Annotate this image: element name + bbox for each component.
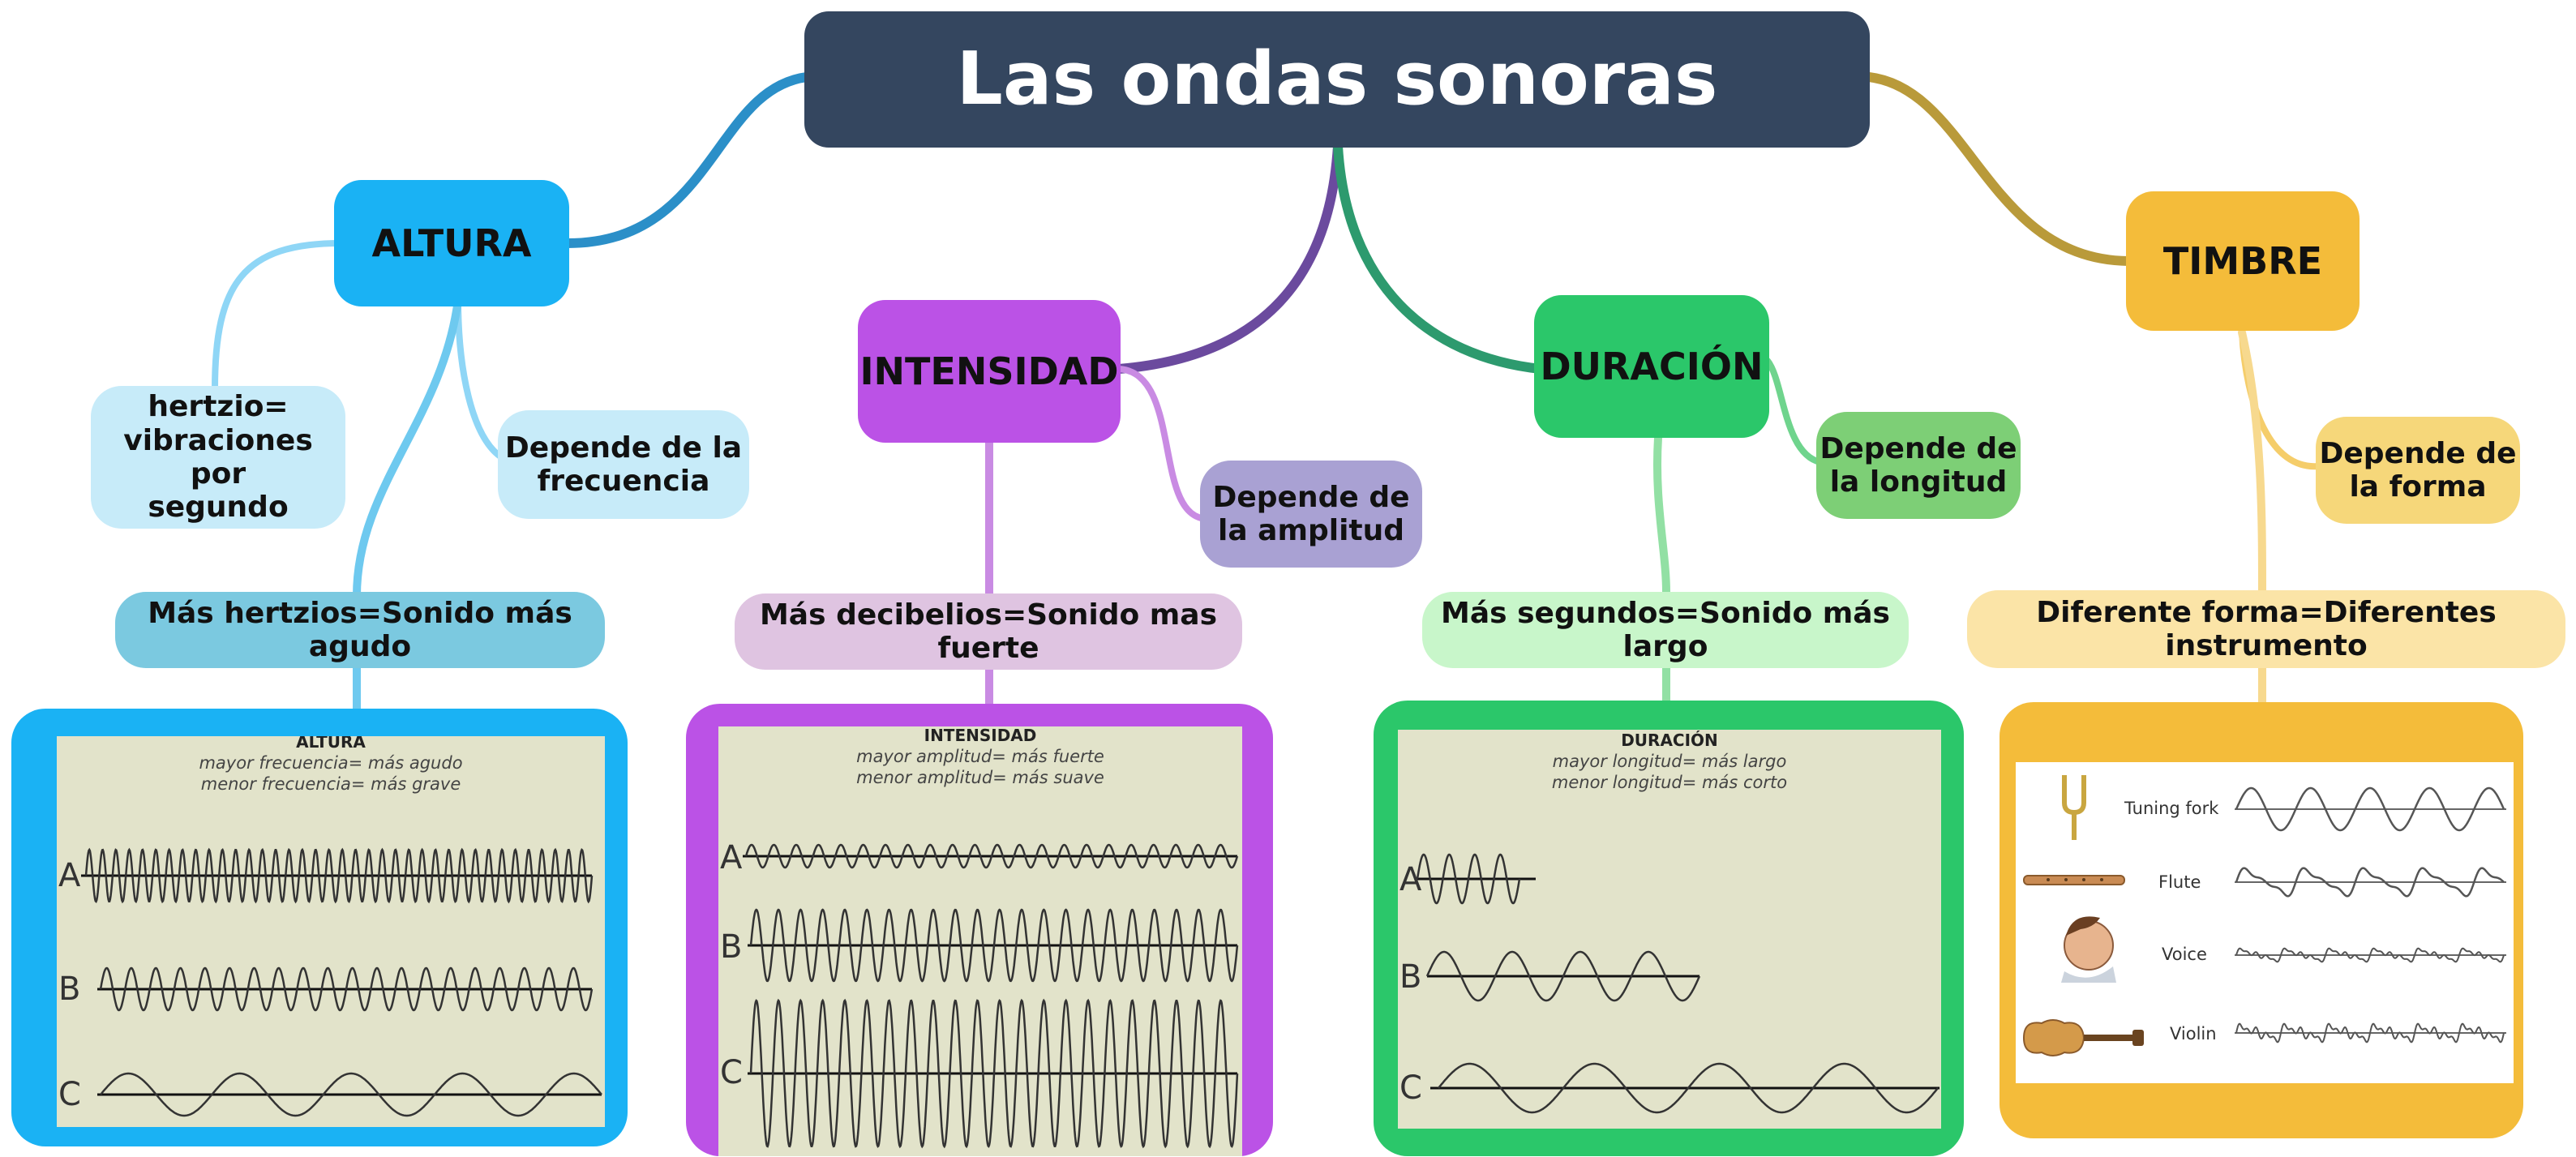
- wave-c: [1438, 1062, 1939, 1114]
- duracion-figure-line-1: mayor longitud= más largo: [1553, 752, 1787, 771]
- altura-figure-line-2: menor frecuencia= más grave: [201, 774, 461, 794]
- altura-figure-title: ALTURA: [296, 736, 366, 752]
- rule-intensidad: Más decibelios=Sonido mas fuerte: [735, 593, 1242, 670]
- row-label-c: C: [58, 1076, 81, 1113]
- wave-voice: [2235, 947, 2505, 963]
- note-frecuencia: Depende de la frecuencia: [498, 410, 749, 519]
- wave-a: [84, 847, 594, 904]
- duracion-figure: DURACIÓN mayor longitud= más largo menor…: [1398, 730, 1941, 1129]
- flute-icon: [2023, 875, 2125, 885]
- wave-flute: [2235, 867, 2505, 898]
- duracion-figure-title: DURACIÓN: [1621, 731, 1718, 750]
- row-label-c: C: [1399, 1069, 1422, 1107]
- row-label-b: B: [58, 971, 80, 1008]
- face-icon: [2061, 916, 2116, 983]
- intensidad-figure: INTENSIDAD mayor amplitud= más fuerte me…: [718, 726, 1242, 1156]
- intensidad-figure-line-1: mayor amplitud= más fuerte: [856, 747, 1104, 766]
- intensidad-figure-panel: INTENSIDAD mayor amplitud= más fuerte me…: [686, 704, 1273, 1156]
- map-title: Las ondas sonoras: [804, 11, 1870, 148]
- instrument-label-voice: Voice: [2162, 945, 2207, 964]
- branch-intensidad: INTENSIDAD: [858, 300, 1121, 443]
- note-amplitud: Depende de la amplitud: [1200, 461, 1422, 568]
- duracion-figure-line-2: menor longitud= más corto: [1552, 773, 1787, 792]
- wave-violin: [2235, 1022, 2505, 1043]
- row-label-a: A: [720, 839, 743, 876]
- wave-c: [100, 1072, 602, 1117]
- row-label-a: A: [58, 857, 81, 894]
- instrument-label-violin: Violin: [2170, 1024, 2217, 1043]
- altura-figure-line-1: mayor frecuencia= más agudo: [199, 753, 462, 773]
- note-longitud: Depende de la longitud: [1816, 412, 2021, 519]
- note-hertzio: hertzio= vibraciones por segundo: [91, 386, 345, 529]
- altura-figure-panel: ALTURA mayor frecuencia= más agudo menor…: [11, 709, 628, 1146]
- rule-altura: Más hertzios=Sonido más agudo: [115, 592, 605, 668]
- row-label-b: B: [720, 928, 742, 966]
- duracion-figure-panel: DURACIÓN mayor longitud= más largo menor…: [1374, 701, 1964, 1156]
- branch-timbre: TIMBRE: [2126, 191, 2360, 331]
- violin-icon: [2022, 1019, 2144, 1056]
- instrument-label-tuning-fork: Tuning fork: [2124, 799, 2219, 818]
- wave-a: [1416, 853, 1521, 905]
- intensidad-figure-line-2: menor amplitud= más suave: [856, 768, 1104, 787]
- row-label-c: C: [720, 1054, 743, 1091]
- wave-c: [749, 998, 1239, 1149]
- instrument-label-flute: Flute: [2158, 872, 2201, 892]
- tuning-fork-icon: [2062, 775, 2086, 840]
- wave-b: [99, 966, 594, 1012]
- branch-altura: ALTURA: [334, 180, 569, 306]
- rule-timbre: Diferente forma=Diferentes instrumento: [1967, 590, 2565, 668]
- branch-duracion: DURACIÓN: [1534, 295, 1769, 438]
- timbre-figure: Tuning fork Flute Voice Violin: [2016, 762, 2514, 1083]
- timbre-figure-panel: Tuning fork Flute Voice Violin: [2000, 702, 2523, 1138]
- wave-a: [744, 843, 1239, 869]
- rule-duracion: Más segundos=Sonido más largo: [1422, 592, 1909, 668]
- wave-b: [749, 908, 1239, 983]
- wave-tuning-fork: [2235, 786, 2505, 832]
- row-label-b: B: [1399, 958, 1421, 996]
- altura-figure: ALTURA mayor frecuencia= más agudo menor…: [57, 736, 605, 1127]
- wave-b: [1425, 950, 1701, 1002]
- note-forma: Depende de la forma: [2316, 417, 2520, 524]
- intensidad-figure-title: INTENSIDAD: [924, 726, 1037, 745]
